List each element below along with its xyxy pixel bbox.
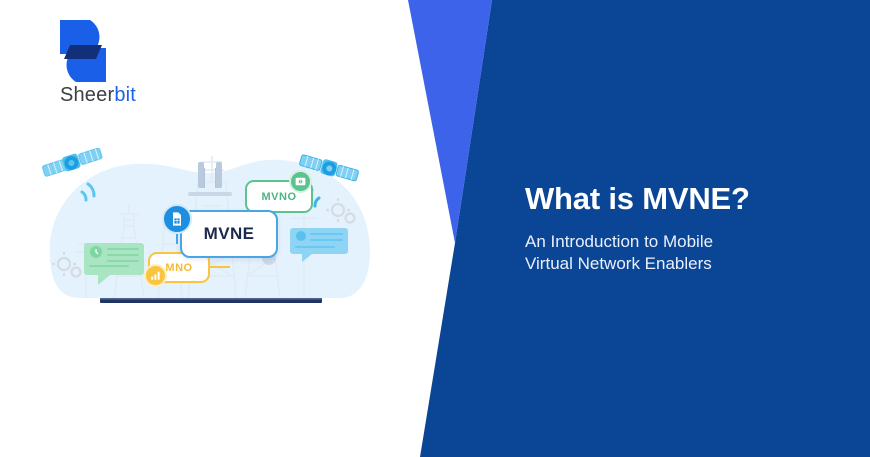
gears-icon-right [326, 198, 356, 224]
page-subtitle-line-1: An Introduction to Mobile [525, 231, 714, 251]
signal-bars-icon[interactable] [144, 264, 167, 287]
brand-name-dark: Sheer [59, 84, 115, 106]
page-subtitle: An Introduction to Mobile Virtual Networ… [525, 231, 845, 276]
navy-panel [420, 0, 870, 457]
money-bill-glyph [295, 177, 306, 186]
accent-triangle [408, 0, 492, 243]
headline-block: What is MVNE? An Introduction to Mobile … [525, 181, 845, 276]
satellite-signal-left [80, 182, 96, 202]
signal-bars-glyph [151, 271, 160, 280]
page-title: What is MVNE? [525, 181, 750, 216]
card-mvne-label: MVNE [203, 224, 255, 243]
chat-bubble-icon-right [290, 228, 348, 262]
gears-icon-left [52, 252, 82, 278]
card-mvno-label: MVNO [261, 190, 297, 203]
sim-card-glyph [173, 212, 181, 226]
money-bill-icon[interactable] [289, 170, 312, 193]
antenna-cross-bar [188, 192, 232, 196]
card-mno-label: MNO [165, 261, 193, 274]
satellite-icon-right [299, 154, 359, 182]
card-mvne[interactable]: MVNE [180, 210, 278, 258]
ground-line-highlight [100, 298, 322, 300]
brand-wordmark: Sheerbit [38, 84, 158, 107]
sheerbit-s-logo-icon [60, 20, 106, 82]
antenna-panel-b [216, 162, 222, 188]
mvne-network-illustration: MVNO MNO MVNE [40, 148, 380, 318]
brand-logo[interactable]: Sheerbit [38, 18, 158, 110]
satellite-icon-left [42, 148, 103, 177]
chat-bubble-icon-left [84, 243, 144, 285]
brand-name-blue: bit [114, 84, 137, 106]
page-subtitle-line-2: Virtual Network Enablers [525, 254, 712, 274]
sim-card-icon[interactable] [162, 204, 192, 234]
antenna-panel-a [198, 162, 204, 188]
